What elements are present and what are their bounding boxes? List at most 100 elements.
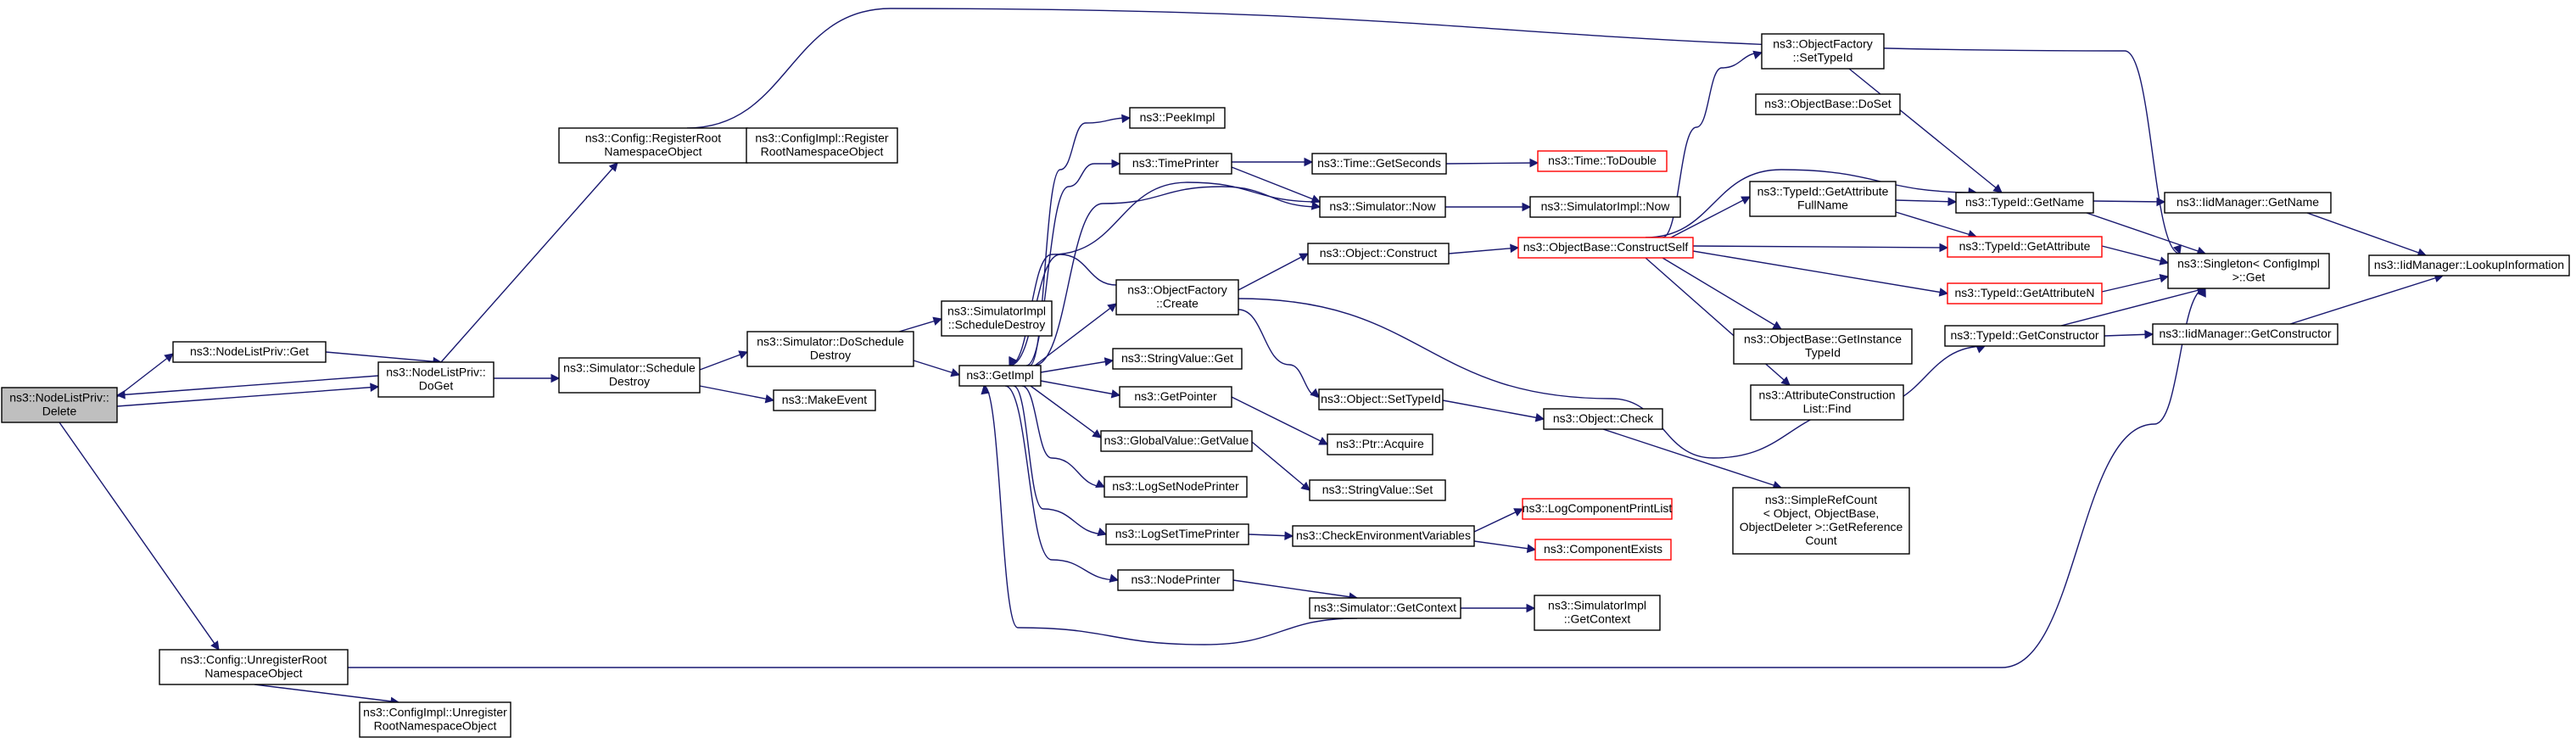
edge-line [2093, 200, 2165, 203]
edge-line [1040, 380, 1120, 396]
edge-obj_check-to-simplerefcount [1602, 428, 1783, 490]
node-of-create[interactable]: ns3::ObjectFactory::Create [1115, 279, 1239, 316]
node-simimpl-now[interactable]: ns3::SimulatorImpl::Now [1529, 196, 1681, 218]
node-obj-settypeid[interactable]: ns3::Object::SetTypeId [1318, 388, 1444, 411]
edge-sched_destroy-to-do_sched_destroy [699, 350, 749, 371]
node-iidm-lookupinfo[interactable]: ns3::IidManager::LookupInformation [2368, 254, 2570, 277]
node-label: ns3::Simulator::GetContext [1314, 601, 1456, 614]
node-stringvalue-set[interactable]: ns3::StringValue::Set [1309, 479, 1446, 501]
node-box [1944, 325, 2105, 347]
node-simplerefcount[interactable]: ns3::SimpleRefCount< Object, ObjectBase,… [1732, 487, 1910, 555]
arrowhead-icon [1752, 50, 1763, 59]
node-nlp-get[interactable]: ns3::NodeListPriv::Get [172, 341, 327, 363]
node-label: ns3::LogComponentPrintList [1523, 501, 1673, 515]
edge-gv_getvalue-to-stringvalue_set [1251, 441, 1310, 491]
node-tid-getname[interactable]: ns3::TypeId::GetName [1955, 192, 2094, 214]
node-peekimpl[interactable]: ns3::PeekImpl [1129, 107, 1226, 129]
node-label: ns3::IidManager::LookupInformation [2374, 258, 2564, 271]
node-of-settypeid[interactable]: ns3::ObjectFactory::SetTypeId [1761, 33, 1885, 70]
node-sched-destroy[interactable]: ns3::Simulator::ScheduleDestroy [558, 357, 701, 394]
node-simimpl-getcontext[interactable]: ns3::SimulatorImpl::GetContext [1534, 595, 1661, 631]
node-delete[interactable]: ns3::NodeListPriv::Delete [1, 387, 118, 423]
node-time-getseconds[interactable]: ns3::Time::GetSeconds [1311, 153, 1447, 175]
node-box [1749, 181, 1897, 217]
node-box [1117, 569, 1234, 591]
node-iidm-getname[interactable]: ns3::IidManager::GetName [2164, 192, 2332, 214]
node-tid-getattribute[interactable]: ns3::TypeId::GetAttribute [1947, 236, 2103, 258]
node-ob-constructself[interactable]: ns3::ObjectBase::ConstructSelf [1517, 237, 1694, 259]
node-label: ns3::IidManager::GetConstructor [2159, 327, 2331, 340]
edge-tid_getattrfullname-to-tid_getname [1895, 197, 1958, 207]
edge-line [1895, 199, 1957, 203]
node-label: ns3::ObjectBase::GetInstance [1744, 332, 1902, 346]
arrowhead-icon [1526, 603, 1536, 613]
node-box [1327, 433, 1433, 455]
node-iidm-getconstructor[interactable]: ns3::IidManager::GetConstructor [2152, 323, 2339, 345]
node-getimpl[interactable]: ns3::GetImpl [958, 365, 1042, 387]
node-label: ns3::SimulatorImpl [947, 304, 1046, 318]
node-timeprinter[interactable]: ns3::TimePrinter [1119, 153, 1232, 175]
node-ob-doset[interactable]: ns3::ObjectBase::DoSet [1755, 93, 1901, 115]
arrowhead-icon [1299, 253, 1309, 262]
node-box [1732, 487, 1910, 555]
node-box [2167, 253, 2330, 289]
node-simimpl-sched-destroy[interactable]: ns3::SimulatorImpl::ScheduleDestroy [941, 300, 1053, 337]
node-label: ns3::TimePrinter [1132, 156, 1220, 170]
node-logsetnodeprinter[interactable]: ns3::LogSetNodePrinter [1104, 476, 1248, 498]
edge-obj_settypeid-to-obj_check [1442, 399, 1545, 422]
node-tid-getattributen[interactable]: ns3::TypeId::GetAttributeN [1947, 282, 2103, 304]
node-makeevent[interactable]: ns3::MakeEvent [773, 389, 876, 411]
node-checkenv[interactable]: ns3::CheckEnvironmentVariables [1292, 525, 1475, 547]
node-singleton-get[interactable]: ns3::Singleton< ConfigImpl >::Get [2167, 253, 2330, 289]
edge-doget-to-delete [115, 375, 379, 399]
node-ptr-acquire[interactable]: ns3::Ptr::Acquire [1327, 433, 1433, 455]
node-box [1105, 523, 1249, 545]
node-label: ns3::CheckEnvironmentVariables [1296, 528, 1471, 542]
node-cfgimpl-unregister[interactable]: ns3::ConfigImpl::UnregisterRootNamespace… [359, 701, 511, 738]
node-logcomponentprintlist[interactable]: ns3::LogComponentPrintList [1522, 498, 1673, 520]
node-nodeprinter[interactable]: ns3::NodePrinter [1117, 569, 1234, 591]
node-box [1129, 107, 1226, 129]
node-box [1529, 196, 1681, 218]
node-stringvalue-get[interactable]: ns3::StringValue::Get [1112, 348, 1243, 370]
node-time-todouble[interactable]: ns3::Time::ToDouble [1537, 150, 1668, 172]
node-label: ns3::SimpleRefCount [1765, 493, 1877, 506]
edge-line [1034, 303, 1117, 366]
arrowhead-icon [1110, 389, 1121, 399]
node-box [1100, 430, 1253, 452]
edge-line [983, 385, 1358, 645]
node-label: ns3::StringValue::Get [1121, 351, 1233, 365]
node-gv-getvalue[interactable]: ns3::GlobalValue::GetValue [1100, 430, 1253, 452]
node-logsettimeprinter[interactable]: ns3::LogSetTimePrinter [1105, 523, 1249, 545]
edge-ob_constructself-to-ob_getinstancetypeid [1662, 257, 1782, 330]
edge-ob_constructself-to-tid_getattrfullname [1670, 196, 1751, 238]
node-cfgimpl-register[interactable]: ns3::ConfigImpl::RegisterRootNamespaceOb… [746, 127, 898, 164]
node-sim-getcontext[interactable]: ns3::Simulator::GetContext [1309, 597, 1461, 619]
edge-do_sched_destroy-to-simimpl_sched_destroy [898, 316, 943, 332]
node-componentexists[interactable]: ns3::ComponentExists [1534, 539, 1672, 561]
arrowhead-icon [1310, 201, 1322, 210]
edge-line [1448, 247, 1519, 254]
node-tid-getconstructor[interactable]: ns3::TypeId::GetConstructor [1944, 325, 2105, 347]
node-getpointer[interactable]: ns3::GetPointer [1119, 386, 1232, 408]
node-label: ns3::GetImpl [966, 368, 1033, 382]
node-cfg-unregister[interactable]: ns3::Config::UnregisterRootNamespaceObje… [159, 649, 349, 685]
node-box [1292, 525, 1475, 547]
node-obj-construct[interactable]: ns3::Object::Construct [1307, 243, 1450, 265]
node-obj-check[interactable]: ns3::Object::Check [1543, 408, 1663, 430]
node-sim-now[interactable]: ns3::Simulator::Now [1319, 196, 1446, 218]
node-label: ns3::Ptr::Acquire [1336, 437, 1424, 450]
node-box [1947, 236, 2103, 258]
edge-line [1021, 385, 1105, 488]
node-doget[interactable]: ns3::NodeListPriv::DoGet [377, 361, 495, 398]
node-box [1311, 153, 1447, 175]
node-box [1761, 33, 1885, 70]
node-box [359, 701, 511, 738]
arrowhead-icon [1318, 437, 1329, 445]
